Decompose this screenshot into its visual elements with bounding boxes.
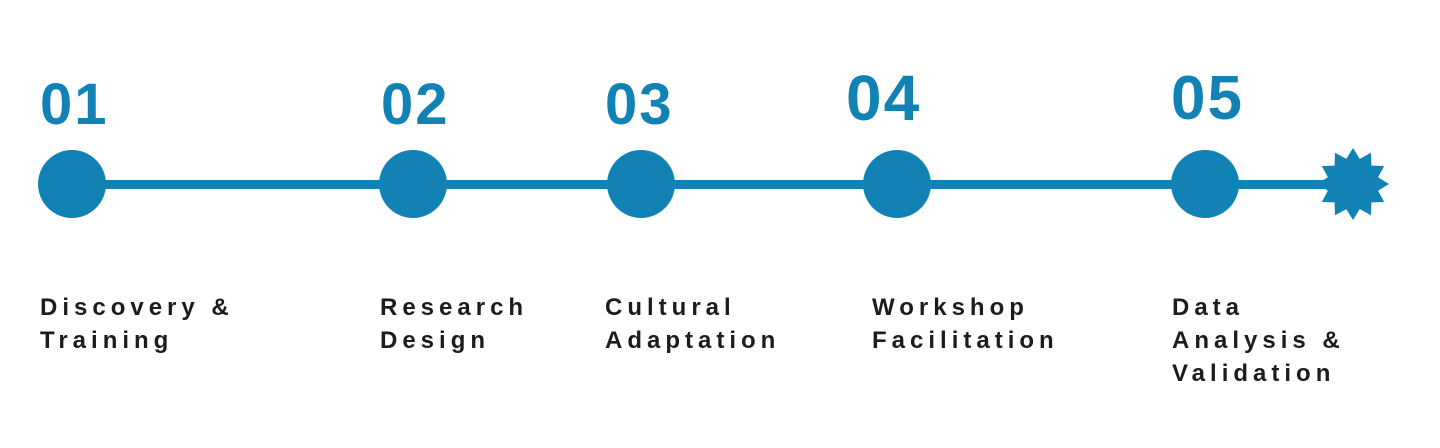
step-1-number: 01 xyxy=(40,72,109,137)
step-1-dot xyxy=(38,150,106,218)
step-4-number: 04 xyxy=(846,62,922,134)
step-5-number: 05 xyxy=(1171,64,1244,133)
step-5-label: Data Analysis & Validation xyxy=(1172,294,1345,387)
step-2-label: Research Design xyxy=(380,294,529,354)
starburst-icon xyxy=(1317,148,1389,220)
step-4-dot xyxy=(863,150,931,218)
step-4-label: Workshop Facilitation xyxy=(872,294,1059,354)
step-1-label: Discovery & Training xyxy=(40,294,234,354)
step-3-label: Cultural Adaptation xyxy=(605,294,781,354)
step-3-number: 03 xyxy=(605,72,674,137)
step-2-number: 02 xyxy=(381,72,450,137)
step-5-dot xyxy=(1171,150,1239,218)
step-3-dot xyxy=(607,150,675,218)
timeline-line xyxy=(70,180,1354,189)
step-2-dot xyxy=(379,150,447,218)
